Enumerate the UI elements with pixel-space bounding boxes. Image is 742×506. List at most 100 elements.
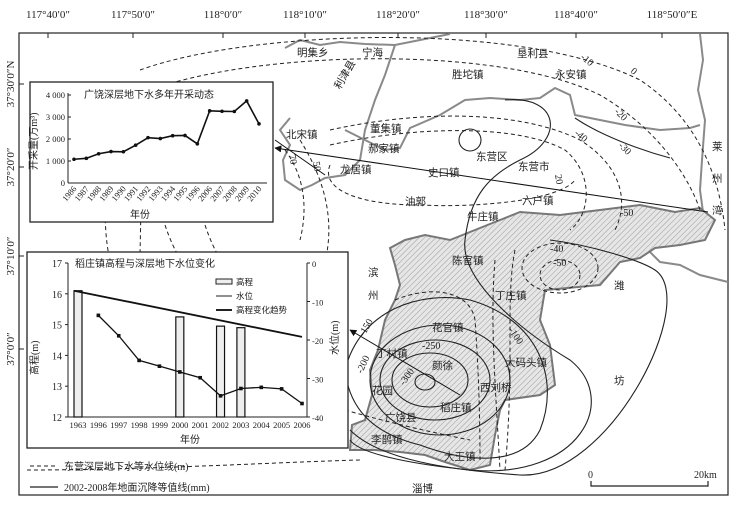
- county-boundaries: [278, 33, 729, 283]
- lon-tick-label: 118°20′0″: [376, 9, 420, 21]
- label-chenguan: 陈官镇: [452, 254, 484, 267]
- elevation-trend-line: [73, 289, 303, 338]
- water-level-point: [218, 394, 223, 398]
- label-laizhou-zhou: 州: [712, 173, 723, 185]
- x-tick-label: 1997: [110, 420, 127, 430]
- contour-label: 20: [552, 174, 565, 186]
- label-niuzhuang: 牛庄镇: [467, 210, 499, 223]
- elevation-bar: [215, 325, 226, 418]
- y-tick-label: 4 000: [46, 90, 65, 100]
- label-dongji: 董集镇: [370, 122, 402, 135]
- inset2-xlabel: 年份: [180, 433, 200, 446]
- pumping-point: [232, 109, 237, 114]
- elevation-bar: [175, 316, 185, 418]
- pumping-point: [109, 149, 113, 154]
- label-kenli: 垦利县: [517, 48, 549, 60]
- water-level-point: [279, 387, 284, 391]
- lon-tick-label: 117°40′0″: [26, 9, 70, 21]
- x-tick-label: 1996: [90, 420, 107, 430]
- y-tick-label: 2 000: [46, 134, 65, 144]
- pumping-point: [244, 99, 249, 103]
- x-tick-label: 1999: [151, 420, 168, 430]
- label-shikou: 史口镇: [428, 166, 460, 179]
- inset-chart-daozhuang: 稻庄镇高程与深层地下水位变化 高程(m) 水位(m) 年份 高程 水位 高程变化…: [26, 251, 349, 449]
- label-dongying-shi: 东营市: [518, 160, 550, 173]
- right-tick-label: -10: [312, 298, 323, 308]
- scale-bar: 0 20km: [588, 470, 717, 487]
- x-tick-label: 2003: [232, 420, 249, 430]
- contour-label: 0: [628, 66, 639, 78]
- legend-trend: 高程变化趋势: [236, 305, 288, 315]
- label-dingzhuang: 丁庄镇: [495, 289, 527, 302]
- x-tick-label: 2006: [294, 420, 311, 430]
- right-tick-label: -30: [312, 375, 323, 385]
- inset1-xlabel: 年份: [130, 208, 150, 221]
- lat-tick-label: 37°30′0″N: [5, 61, 17, 108]
- label-damatou: 大码头镇: [505, 356, 547, 369]
- lon-tick-label: 117°50′0″: [111, 9, 155, 21]
- pumping-point: [133, 143, 138, 147]
- label-youguo: 油郭: [405, 195, 426, 208]
- lon-tick-label: 118°10′0″: [283, 9, 327, 21]
- lat-tick-label: 37°20′0″: [5, 148, 17, 187]
- label-longju: 龙居镇: [340, 163, 372, 176]
- water-level-point: [259, 385, 264, 390]
- legend-water-level: 水位: [236, 291, 254, 301]
- inset1-ylabel: 开采量(万m³): [28, 113, 40, 170]
- pumping-point: [96, 151, 101, 156]
- x-tick-label: 2002: [212, 420, 229, 430]
- pumping-point: [72, 157, 76, 162]
- label-guangrao: 广饶县: [385, 411, 417, 424]
- left-tick-label: 16: [52, 290, 62, 301]
- guangrao-county-area: [348, 203, 717, 472]
- right-tick-label: 0: [312, 259, 316, 269]
- legend-dashed-label: 东营深层地下水等水位线(m): [64, 460, 188, 473]
- water-level-point: [116, 333, 121, 338]
- latitude-ticks: 37°30′0″N37°20′0″37°10′0″37°0′0″: [5, 61, 24, 366]
- elevation-bar: [73, 290, 83, 418]
- water-level-point: [239, 386, 243, 391]
- label-beisong: 北宋镇: [286, 128, 318, 141]
- label-laizhou-wan: 湾: [712, 204, 723, 217]
- map-legend: 东营深层地下水等水位线(m) 2002-2008年地面沉降等值线(mm): [30, 460, 210, 494]
- inset2-pointer-arrow: [349, 329, 461, 396]
- inset2-legend: 高程 水位 高程变化趋势: [215, 277, 288, 315]
- water-level-point: [157, 364, 162, 368]
- longitude-ticks: 117°40′0″117°50′0″118°0′0″118°10′0″118°2…: [26, 9, 698, 38]
- pumping-series-line: [73, 99, 260, 161]
- pumping-point: [170, 133, 175, 138]
- contour-label: -40: [550, 244, 563, 255]
- label-haojia: 郝家镇: [368, 142, 400, 155]
- contour-label: -250: [422, 341, 440, 352]
- label-dongying-qu: 东营区: [476, 150, 508, 163]
- inset1-pointer-line: [274, 139, 326, 176]
- label-ninghai: 宁海: [362, 46, 383, 59]
- legend-bar-swatch: [215, 278, 233, 285]
- y-tick-label: 1 000: [46, 156, 65, 166]
- left-tick-label: 14: [52, 351, 62, 362]
- x-tick-label: 2005: [273, 420, 290, 430]
- left-tick-label: 12: [52, 413, 62, 424]
- left-tick-label: 13: [52, 382, 62, 393]
- label-huaguan: 花官镇: [432, 321, 464, 334]
- elevation-bar: [236, 327, 246, 418]
- scale-end-label: 20km: [694, 470, 717, 481]
- label-zibo: 淄博: [412, 482, 433, 495]
- scale-start-label: 0: [588, 470, 593, 481]
- label-liuhu: 六户镇: [522, 194, 554, 207]
- water-level-point: [198, 375, 202, 380]
- label-yongan: 永安镇: [555, 68, 587, 81]
- inset2-ylabel-left: 高程(m): [28, 341, 41, 375]
- contour-label: -50: [620, 208, 633, 219]
- lon-tick-label: 118°50′0″E: [647, 9, 698, 21]
- label-mingji: 明集乡: [297, 46, 329, 59]
- x-tick-label: 2004: [253, 420, 271, 430]
- x-tick-label: 2001: [192, 420, 209, 430]
- label-binzhou-zhou: 州: [368, 290, 379, 302]
- label-shengtuo: 胜坨镇: [452, 68, 484, 81]
- inset2-title: 稻庄镇高程与深层地下水位变化: [75, 257, 215, 270]
- legend-solid-label: 2002-2008年地面沉降等值线(mm): [64, 481, 210, 494]
- inset1-title: 广饶深层地下水多年开采动态: [84, 88, 214, 101]
